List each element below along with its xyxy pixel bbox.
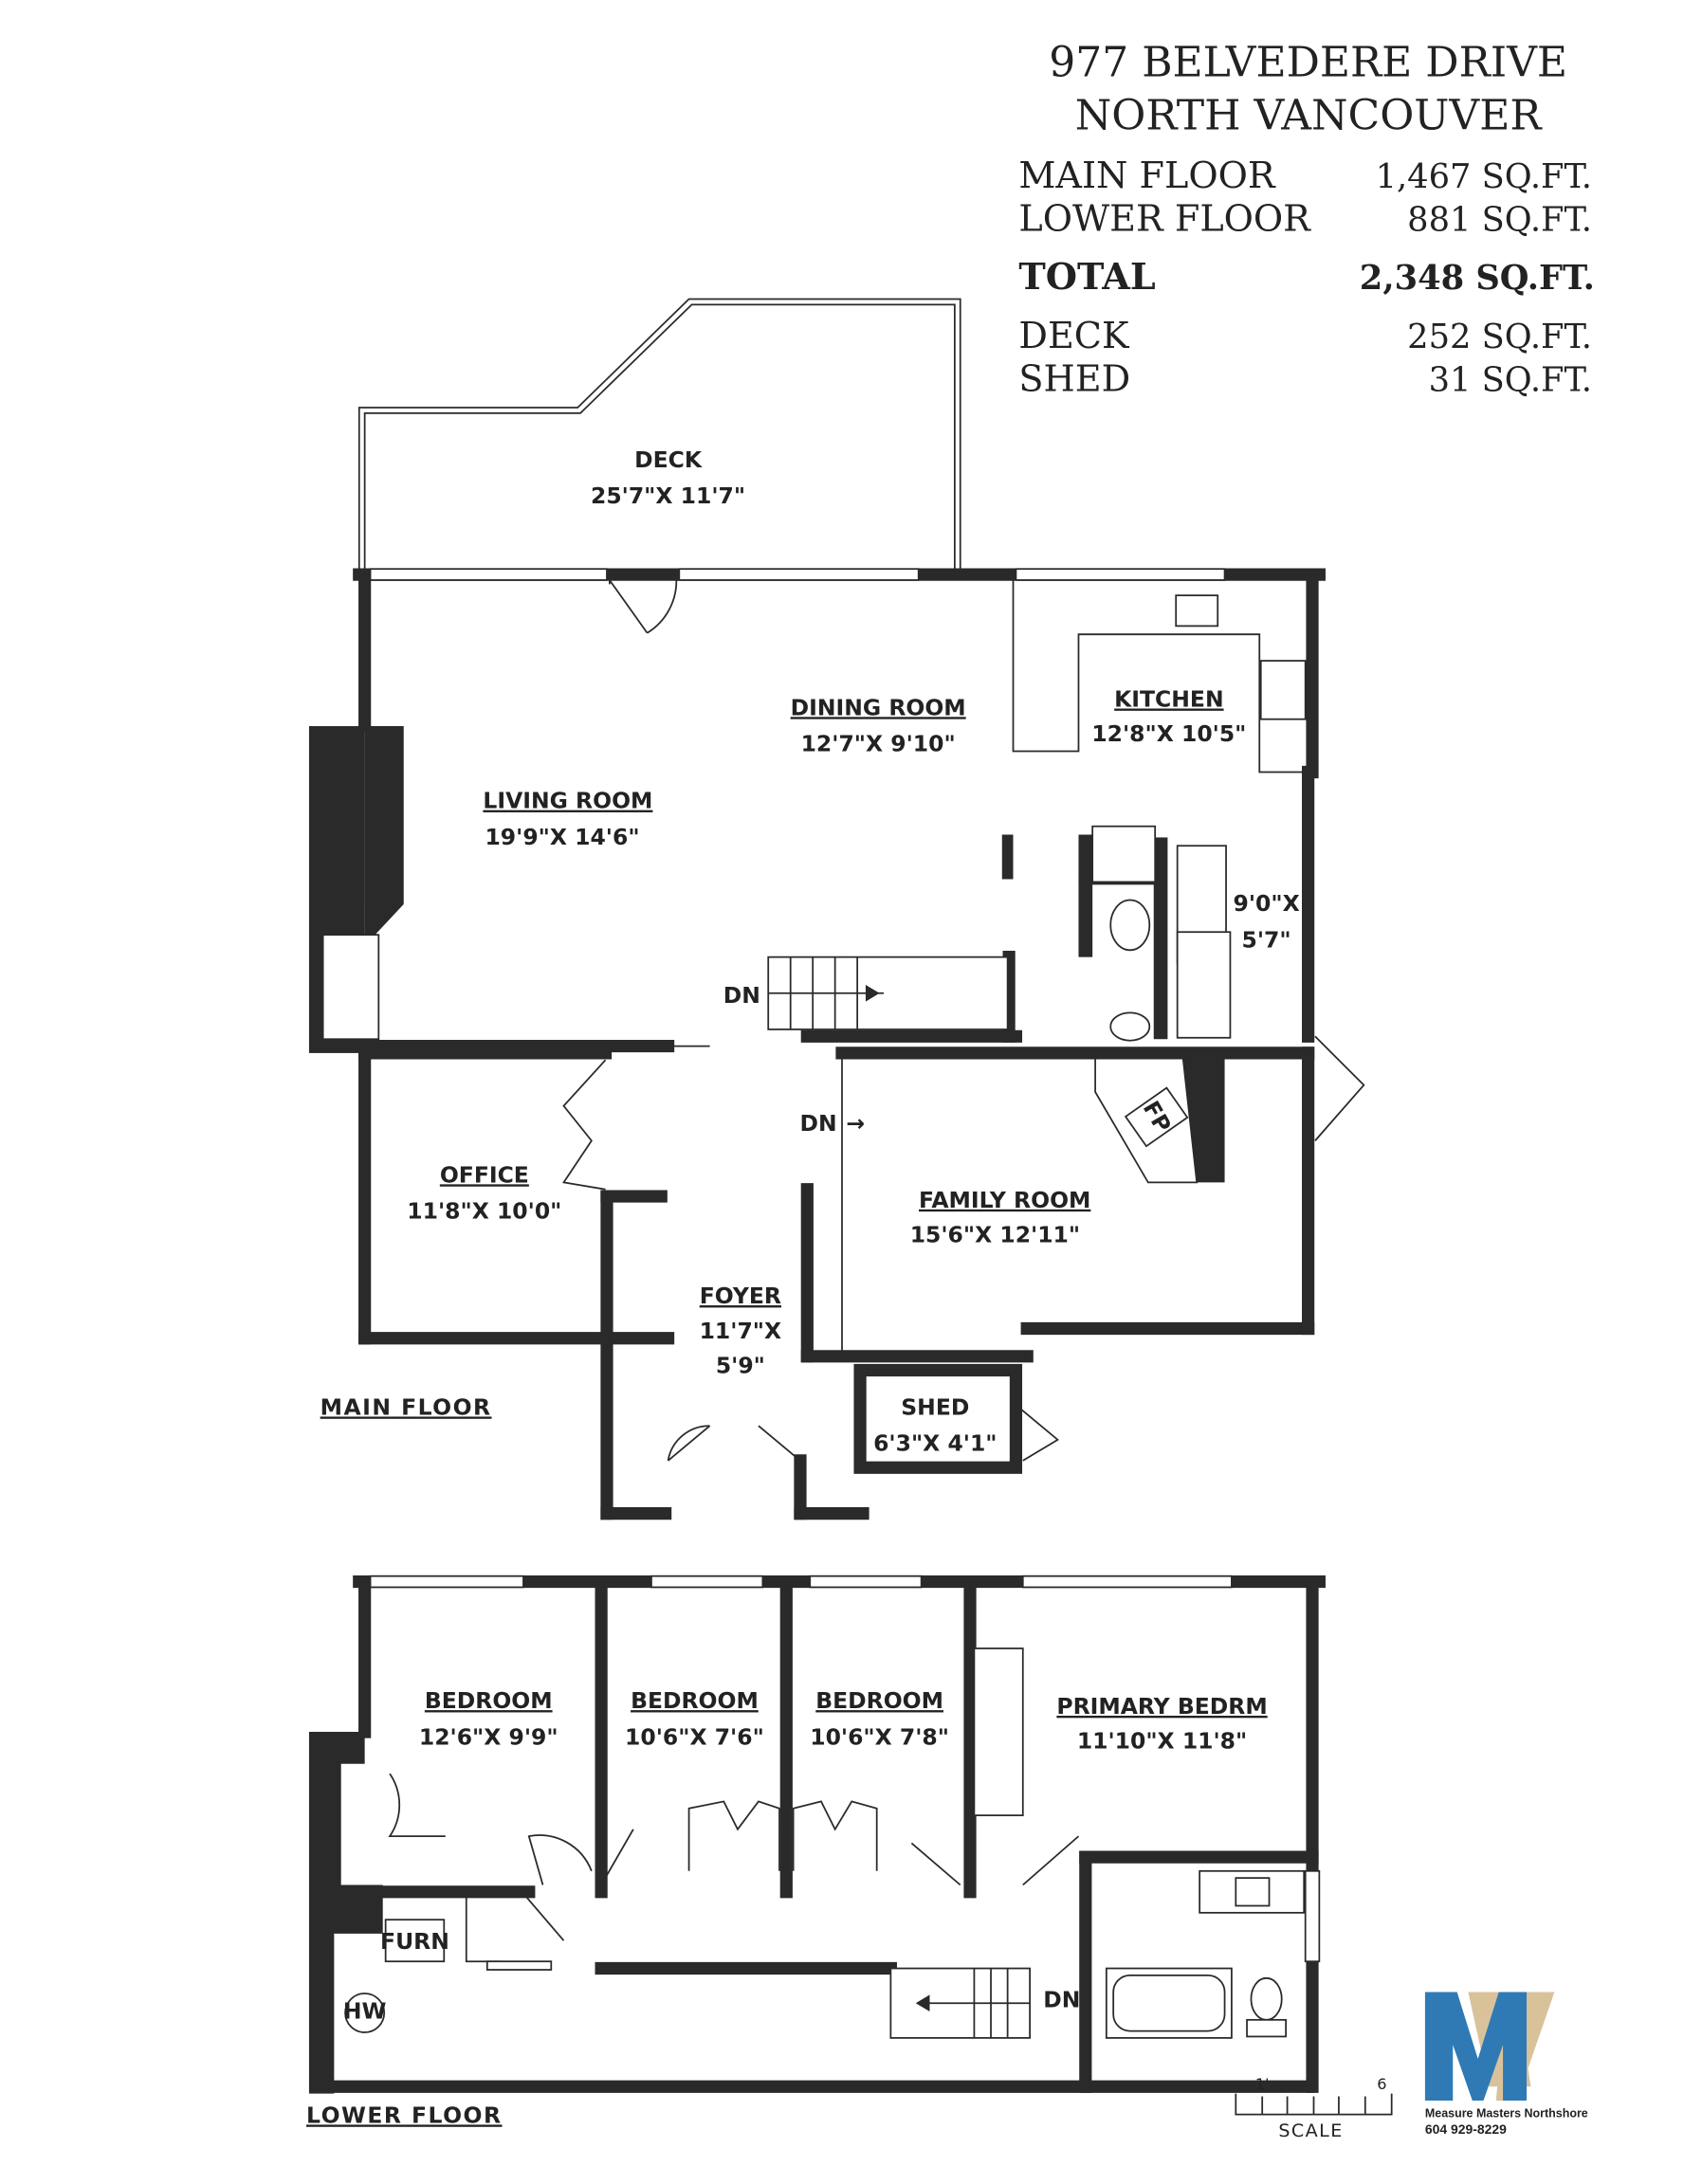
company-phone: 604 929-8229 [1425,2121,1507,2137]
family-room-name: FAMILY ROOM [919,1187,1090,1213]
scale-start: 1' [1255,2075,1270,2093]
shed-walls [853,1363,1023,1474]
window [809,1574,923,1589]
bedroom-3-dims: 10'6"X 7'8" [810,1723,949,1750]
main-floor-plan: FP [308,298,1365,1520]
sink-icon [1175,594,1219,628]
stair-down-label: DN [799,1110,836,1137]
fireplace-hearth [1094,1056,1199,1184]
lower-floor-labels: BEDROOM 12'6"X 9'9" BEDROOM 10'6"X 7'6" … [306,1687,1268,2128]
area-label: SHED [1018,357,1130,399]
shed-name: SHED [901,1393,969,1420]
window [369,568,608,581]
arrow-icon [915,1994,930,2012]
bedroom-1-name: BEDROOM [425,1687,553,1714]
furnace [384,1919,446,1963]
kitchen-dims: 12'8"X 10'5" [1091,720,1246,747]
hot-water-tank [344,1993,386,2033]
office-name: OFFICE [440,1161,529,1188]
deck-name: DECK [634,446,703,473]
exterior-door [1314,1035,1365,1141]
header: 977 BELVEDERE DRIVE NORTH VANCOUVER MAIN… [1018,39,1595,400]
area-value: 31 SQ.FT. [1429,360,1592,399]
lower-floor-plan [308,1574,1326,2094]
bath-sink-icon [1109,1011,1151,1042]
bedroom-2-name: BEDROOM [631,1687,759,1714]
stair-down-label: DN [1043,1987,1080,2013]
scale-bar: 1' 6 SCALE [1235,2075,1393,2141]
foyer-name: FOYER [700,1283,781,1309]
bedroom-1-dims: 12'6"X 9'9" [419,1723,558,1750]
bedroom-3-name: BEDROOM [815,1687,943,1714]
scale-label: SCALE [1278,2120,1343,2141]
foyer-dims-2: 5'9" [716,1352,765,1378]
window [1015,568,1226,581]
window [1021,1574,1233,1589]
address-line-1: 977 BELVEDERE DRIVE [1049,39,1567,87]
arrow-right-icon: → [846,1110,865,1137]
deck-outline [357,298,961,574]
toilet-icon [1250,1976,1283,2021]
door-swing [609,579,678,634]
window [369,1574,524,1589]
living-room-name: LIVING ROOM [483,788,652,814]
area-value: 252 SQ.FT. [1407,318,1592,356]
living-room-dims: 19'9"X 14'6" [485,824,639,850]
dining-room-name: DINING ROOM [791,694,966,720]
deck-dims: 25'7"X 11'7" [591,482,745,509]
bifold-door [562,1059,607,1191]
primary-bedroom-name: PRIMARY BEDRM [1056,1693,1267,1720]
window [650,1574,764,1589]
furnace-label: FURN [380,1928,449,1955]
kitchen-counter [1012,579,1306,774]
kitchen-name: KITCHEN [1114,685,1223,712]
area-value: 881 SQ.FT. [1407,201,1592,240]
area-label: MAIN FLOOR [1018,155,1275,196]
toilet-icon [1109,899,1151,952]
hot-water-label: HW [343,1997,387,2024]
office-dims: 11'8"X 10'0" [407,1198,561,1225]
area-label: LOWER FLOOR [1018,198,1311,240]
window [678,568,920,581]
foyer-dims-1: 11'7"X [700,1318,782,1344]
area-label-total: TOTAL [1018,255,1155,298]
sink-icon [1235,1877,1271,1907]
area-label: DECK [1018,315,1130,356]
closet [973,1647,1024,1816]
entry-door [667,1425,801,1462]
scale-end: 6 [1377,2075,1386,2093]
laundry-dims-2: 5'7" [1242,926,1291,953]
area-value: 1,467 SQ.FT. [1376,157,1592,196]
primary-bedroom-dims: 11'10"X 11'8" [1077,1728,1247,1755]
lower-floor-title: LOWER FLOOR [306,2102,503,2128]
shed-dims: 6'3"X 4'1" [873,1430,997,1457]
stair-down-label: DN [723,982,760,1009]
family-room-dims: 15'6"X 12'11" [910,1221,1080,1247]
closet-doors [792,1800,878,1871]
stove-icon [1259,660,1307,720]
arrow-icon [865,985,880,1002]
dining-room-dims: 12'7"X 9'10" [801,730,956,756]
closet-doors [687,1800,780,1871]
area-value-total: 2,348 SQ.FT. [1360,259,1595,298]
company-name: Measure Masters Northshore [1425,2107,1588,2120]
main-floor-title: MAIN FLOOR [320,1393,492,1420]
main-floor-labels: DECK 25'7"X 11'7" DINING ROOM 12'7"X 9'1… [320,446,1300,1457]
laundry-dims-1: 9'0"X [1234,890,1300,917]
company-logo: Measure Masters Northshore 604 929-8229 [1424,1992,1588,2137]
window [1304,1869,1321,1963]
washer-dryer [1176,931,1232,1039]
bedroom-2-dims: 10'6"X 7'6" [625,1723,764,1750]
address-line-2: NORTH VANCOUVER [1075,91,1544,139]
